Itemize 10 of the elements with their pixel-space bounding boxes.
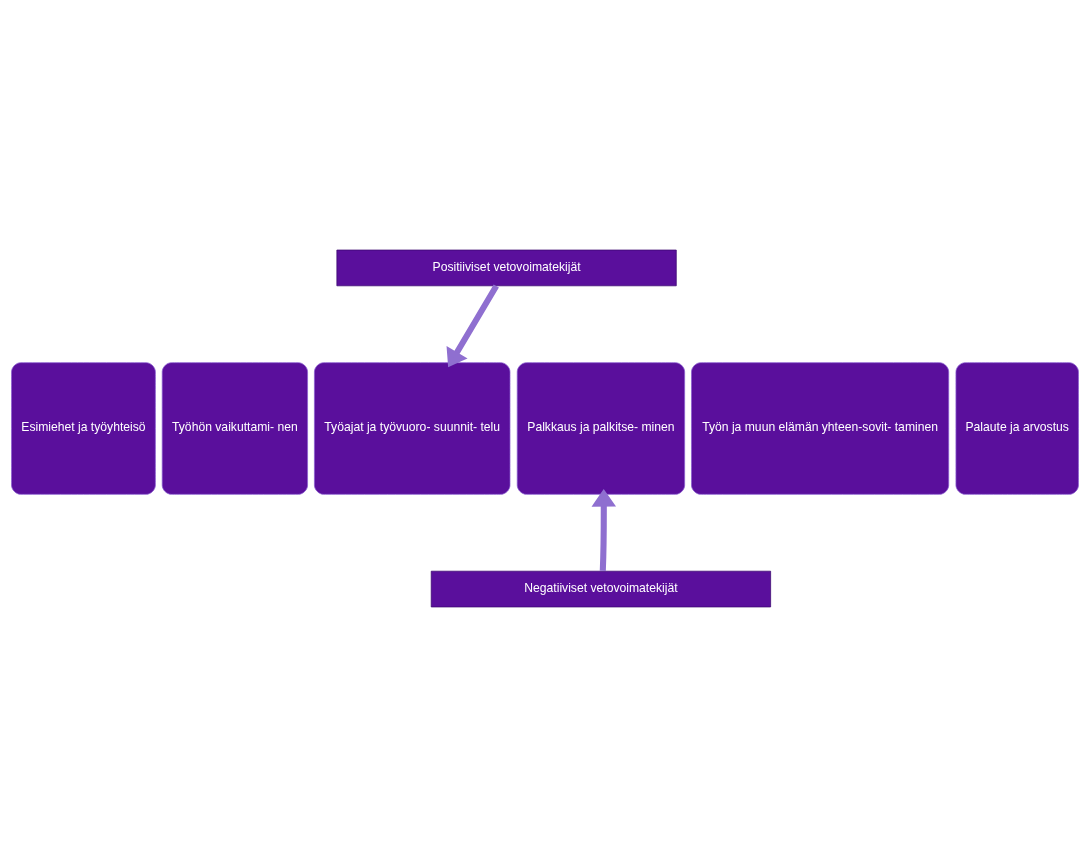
- node-box: Palaute ja arvostus: [955, 362, 1079, 495]
- node-box: Negatiiviset vetovoimatekijät: [430, 570, 771, 608]
- node-box: Positiiviset vetovoimatekijät: [336, 249, 677, 287]
- node-box: Työajat ja työvuoro- suunnit- telu: [314, 362, 511, 495]
- node-box: Työhön vaikuttami- nen: [161, 362, 308, 495]
- node-box: Palkkaus ja palkitse- minen: [516, 362, 685, 495]
- node-box: Esimiehet ja työyhteisö: [11, 362, 156, 495]
- arrow: [446, 284, 499, 368]
- arrow: [591, 489, 617, 571]
- node-box: Työn ja muun elämän yhteen-sovit- taminen: [691, 362, 950, 495]
